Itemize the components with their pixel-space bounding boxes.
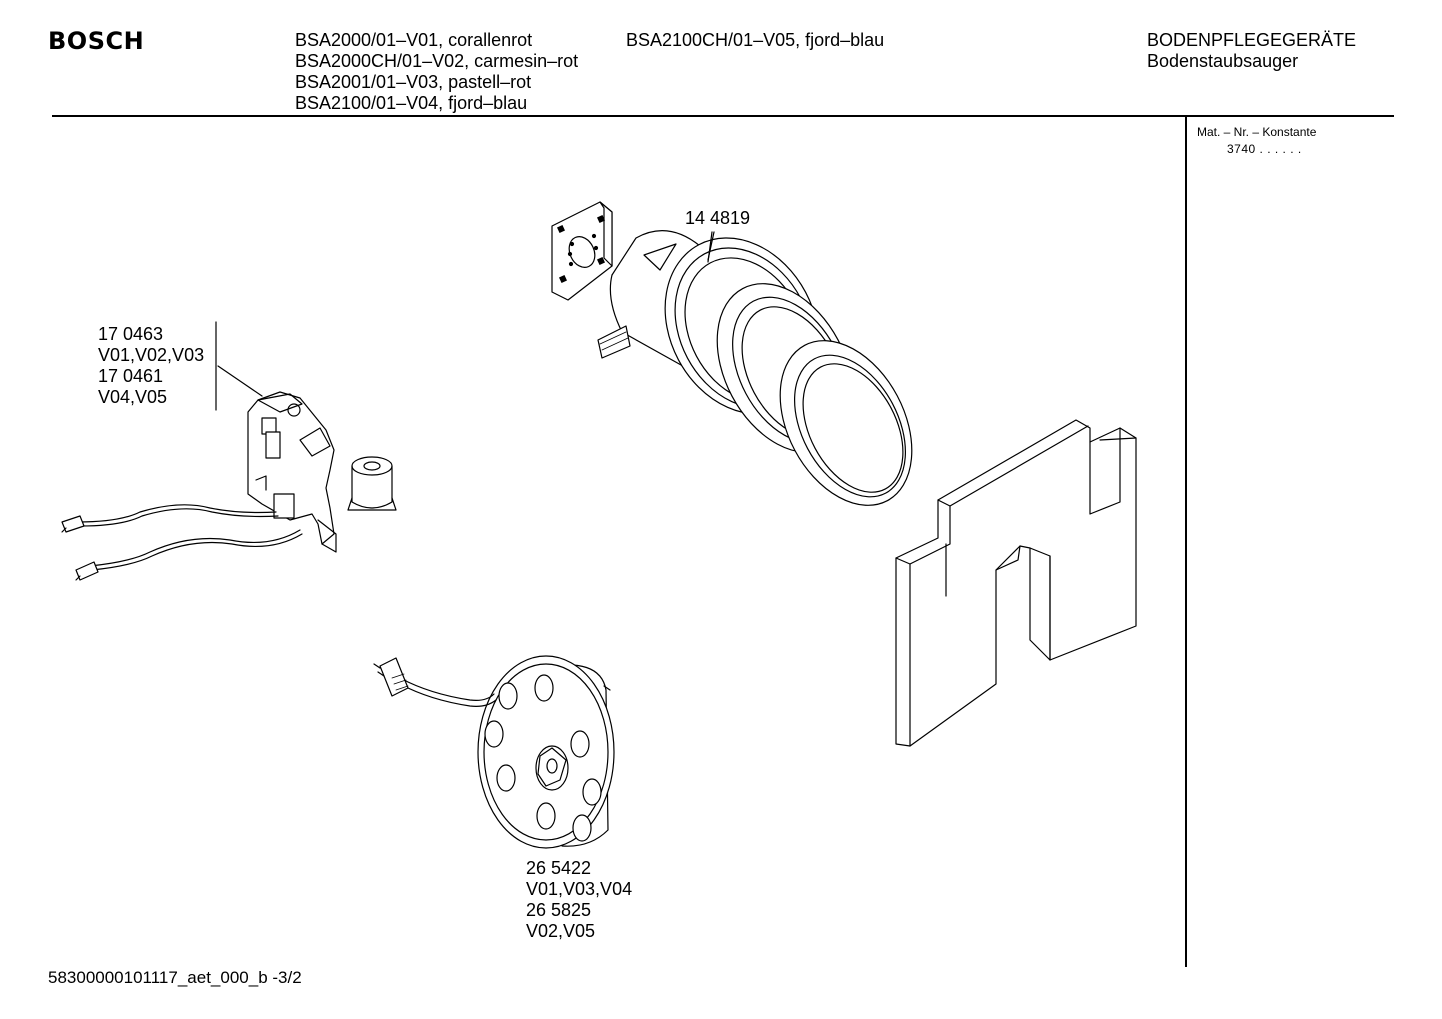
part-label-line: V04,V05 (98, 387, 168, 407)
model-item-extra: BSA2100CH/01–V05, fjord–blau (626, 30, 885, 50)
category-title: BODENPFLEGEGERÄTE (1147, 30, 1357, 50)
model-item: BSA2100/01–V04, fjord–blau (295, 93, 528, 113)
part-label-line: 17 0461 (98, 366, 164, 386)
header-divider (52, 115, 1394, 117)
foam-filter (895, 419, 1137, 747)
part-label-line: V01,V03,V04 (526, 879, 633, 899)
subcategory-title: Bodenstaubsauger (1147, 51, 1299, 71)
motor-mount-plate (551, 201, 613, 301)
model-list: BSA2000/01–V01, corallenrot BSA2000CH/01… (295, 30, 578, 114)
part-label-line: 17 0463 (98, 324, 164, 344)
motor-leader-line (707, 231, 713, 263)
part-label-line: V02,V05 (526, 921, 596, 941)
part-label-cord-reel: 26 5422 V01,V03,V04 26 5825 V02,V05 (526, 858, 632, 942)
mat-number-value: 3740 . . . . . . (1227, 142, 1302, 156)
part-label-motor: 14 4819 (685, 208, 751, 228)
cord-reel (373, 655, 615, 849)
part-label-switch: 17 0463 V01,V02,V03 17 0461 V04,V05 (98, 324, 204, 408)
category-block: BODENPFLEGEGERÄTE Bodenstaubsauger (1147, 30, 1356, 72)
brand-logo: BOSCH (48, 27, 145, 55)
part-label-line: V01,V02,V03 (98, 345, 205, 365)
switch-unit (61, 365, 397, 581)
part-label-line: 26 5422 (526, 858, 592, 878)
document-id: 58300000101117_aet_000_b -3/2 (48, 968, 302, 987)
part-label-line: 26 5825 (526, 900, 592, 920)
model-item: BSA2000/01–V01, corallenrot (295, 30, 533, 50)
model-item: BSA2000CH/01–V02, carmesin–rot (295, 51, 579, 71)
filter-ring (779, 340, 913, 506)
sidebar-divider (1185, 117, 1187, 967)
model-item: BSA2001/01–V03, pastell–rot (295, 72, 532, 92)
mat-number-label: Mat. – Nr. – Konstante (1197, 125, 1317, 139)
